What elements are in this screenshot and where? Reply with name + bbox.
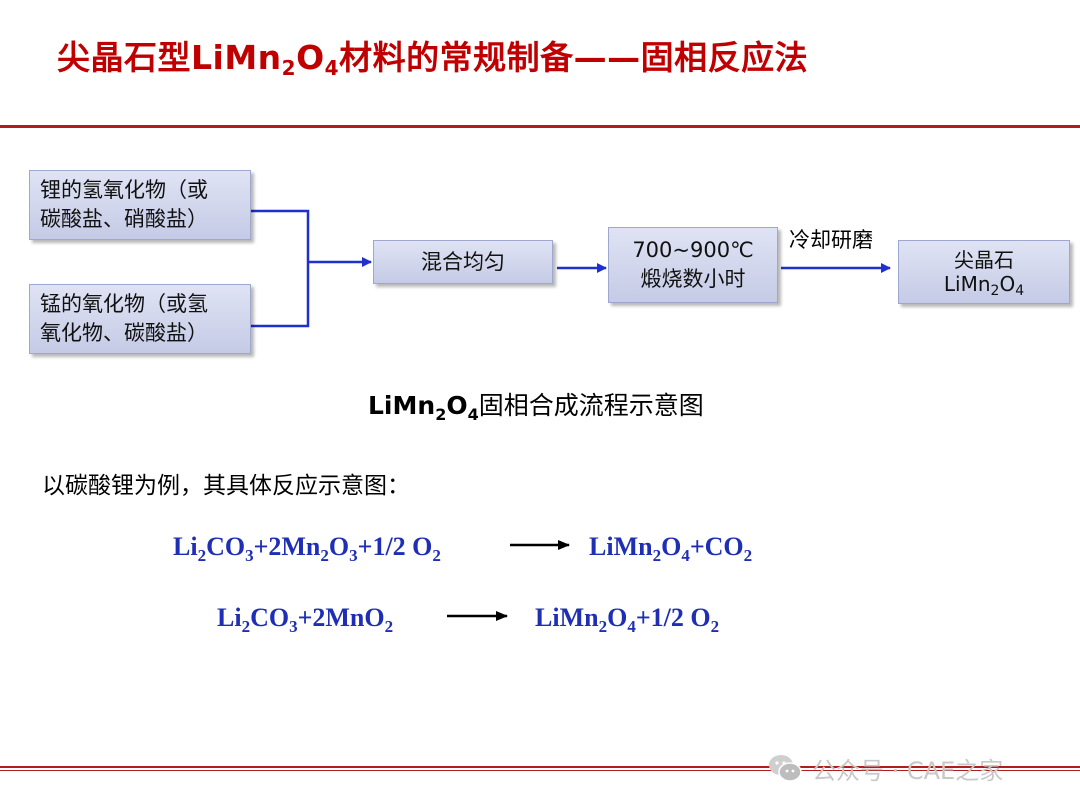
flow-box-line: 混合均匀 xyxy=(421,249,505,274)
flow-box-line: 碳酸盐、硝酸盐） xyxy=(40,207,208,231)
flow-box-mix: 混合均匀 xyxy=(373,240,553,284)
flow-box-line: 煅烧数小时 xyxy=(640,267,746,291)
flow-box-line: 氧化物、碳酸盐） xyxy=(40,321,208,345)
bottom-divider xyxy=(0,766,1080,771)
top-divider xyxy=(0,125,1080,128)
diagram-caption: LiMn2O4固相合成流程示意图 xyxy=(368,391,704,424)
connector-a xyxy=(251,209,310,328)
flow-box-line: LiMn2O4 xyxy=(943,272,1025,299)
flow-box-line: 700~900℃ xyxy=(632,238,754,262)
flow-box-line: 锂的氢氧化物（或 xyxy=(40,178,208,202)
page-title: 尖晶石型LiMn2O4材料的常规制备——固相反应法 xyxy=(57,38,809,80)
flow-box-lithium-source: 锂的氢氧化物（或 碳酸盐、硝酸盐） xyxy=(29,170,251,240)
flow-box-calcine: 700~900℃ 煅烧数小时 xyxy=(608,227,778,303)
watermark: 公众号 · CAE之家 xyxy=(768,748,1003,788)
flow-box-line: 锰的氧化物（或氢 xyxy=(40,292,208,316)
flow-box-line: 尖晶石 xyxy=(954,248,1014,272)
flow-box-manganese-source: 锰的氧化物（或氢 氧化物、碳酸盐） xyxy=(29,284,251,354)
watermark-text: 公众号 · CAE之家 xyxy=(812,756,1004,785)
equation-2-reactants: Li2CO3+2MnO2 xyxy=(217,603,394,636)
wechat-icon xyxy=(769,755,802,782)
equation-2-products: LiMn2O4+1/2 O2 xyxy=(535,603,720,636)
intro-text: 以碳酸锂为例，其具体反应示意图： xyxy=(42,473,410,499)
equation-1-reactants: Li2CO3+2Mn2O3+1/2 O2 xyxy=(173,532,441,565)
equation-1-products: LiMn2O4+CO2 xyxy=(589,532,753,565)
step-label-cool-grind: 冷却研磨 xyxy=(789,228,873,252)
flow-box-product: 尖晶石 LiMn2O4 xyxy=(898,240,1070,304)
